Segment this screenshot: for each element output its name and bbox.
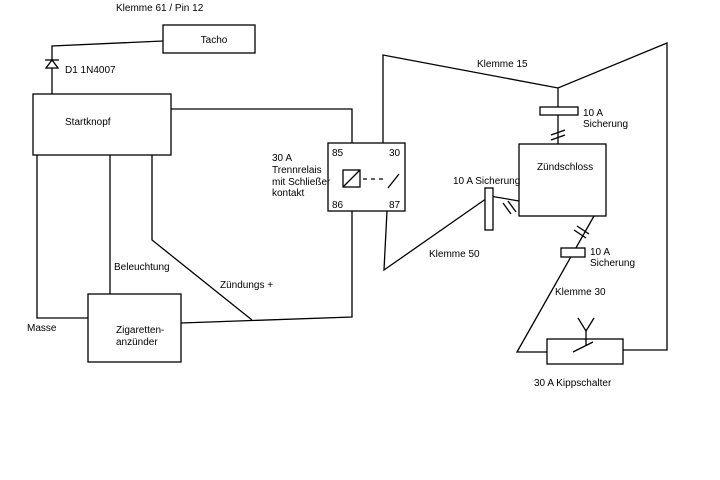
relay-label-4: kontakt <box>272 188 304 199</box>
beleuchtung-label: Beleuchtung <box>114 262 170 273</box>
top-fuse-label-2: Sicherung <box>583 119 628 130</box>
relay-label-3: mit Schließer <box>272 177 331 188</box>
relay-contact <box>387 173 400 189</box>
relay-pin-85: 85 <box>332 148 344 159</box>
tacho-label: Tacho <box>201 35 228 46</box>
startknopf-label: Startknopf <box>65 117 111 128</box>
relay-label-2: Trennrelais <box>272 165 322 176</box>
low-fuse-ticks <box>573 225 590 239</box>
top-fuse <box>539 106 579 116</box>
relay-coil-diagonal <box>342 169 361 188</box>
klemme50-label: Klemme 50 <box>429 249 480 260</box>
klemme15-label: Klemme 15 <box>477 59 528 70</box>
zuendschloss-box <box>518 143 607 217</box>
relay-box <box>327 142 406 212</box>
kippschalter-box <box>546 338 624 365</box>
klemme15-wire <box>382 42 668 351</box>
zigarettenanzuender-label-2: anzünder <box>116 337 158 348</box>
kippschalter-label: 30 A Kippschalter <box>534 378 612 389</box>
kippschalter-lever-left <box>577 317 587 332</box>
top-fuse-ticks <box>550 129 566 141</box>
klemme30-label: Klemme 30 <box>555 287 606 298</box>
diode-label: D1 1N4007 <box>65 65 116 76</box>
zuendungs-wire <box>151 155 253 321</box>
low-fuse-label-2: Sicherung <box>590 258 635 269</box>
zigarettenanzuender-box <box>87 293 182 363</box>
startknopf-box <box>32 93 172 156</box>
tacho-box <box>162 24 256 54</box>
relay-pin-87: 87 <box>389 200 401 211</box>
kippschalter-contact <box>572 341 594 353</box>
mid-fuse-ticks <box>502 200 517 215</box>
relay-pin-86: 86 <box>332 200 344 211</box>
mid-fuse-label: 10 A Sicherung <box>453 176 520 187</box>
relay-label-1: 30 A <box>272 153 292 164</box>
masse-label: Masse <box>27 323 57 334</box>
zigarettenanzuender-label-1: Zigaretten- <box>116 325 164 336</box>
kippschalter-lever-right <box>585 317 595 332</box>
mid-fuse <box>484 187 494 231</box>
startknopf-relay-wire <box>171 108 353 324</box>
tacho-wire <box>51 40 164 94</box>
low-fuse <box>560 247 586 258</box>
klemme30-wire <box>515 215 595 353</box>
zuendschloss-label: Zündschloss <box>537 162 593 173</box>
masse-wire <box>36 155 88 319</box>
low-fuse-label-1: 10 A <box>590 247 610 258</box>
diode-symbol <box>44 58 60 69</box>
klemme61-label: Klemme 61 / Pin 12 <box>116 3 204 14</box>
zuendungs-label: Zündungs + <box>220 280 273 291</box>
top-fuse-label-1: 10 A <box>583 108 603 119</box>
klemme50-wire <box>383 195 520 272</box>
relay-pin-30: 30 <box>389 148 401 159</box>
